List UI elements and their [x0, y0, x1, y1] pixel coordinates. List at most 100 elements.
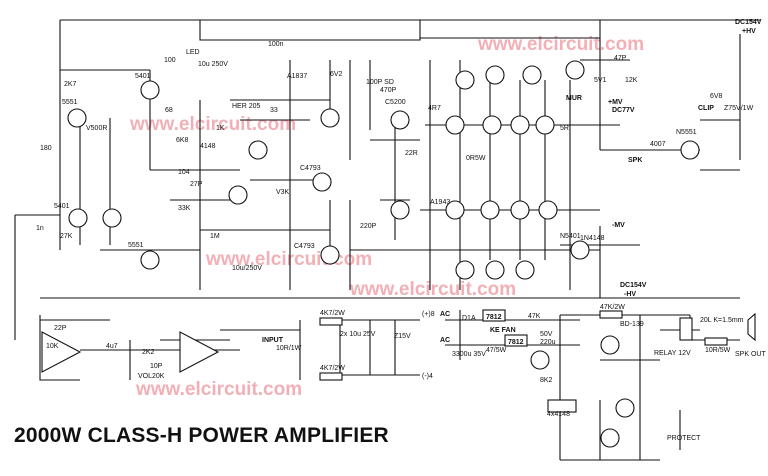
label-7812-b: 7812 — [508, 339, 524, 346]
transistor-q25 — [570, 240, 590, 260]
transistor-q20 — [510, 200, 530, 220]
label-c-10u250v: 10u 250V — [198, 61, 228, 68]
transistor-q23 — [522, 65, 542, 85]
transistor-q15 — [510, 115, 530, 135]
transistor-q11 — [390, 110, 410, 130]
power-resistor-4k7-b — [319, 372, 343, 381]
label-t-a1943: A1943 — [430, 199, 450, 206]
label-r-0r5w: 0R5W — [466, 155, 486, 162]
label-r-68: 68 — [165, 107, 173, 114]
label-r-180: 180 — [40, 145, 52, 152]
label-r-5r: 5R — [560, 125, 569, 132]
label-c-100n: 100n — [268, 41, 284, 48]
label-ke-fan: KE FAN — [490, 327, 516, 334]
label-mur: MUR — [566, 95, 582, 102]
label-relay: RELAY 12V — [654, 350, 691, 357]
label-d-5v1: 5V1 — [594, 77, 607, 84]
page-title: 2000W CLASS-H POWER AMPLIFIER — [14, 424, 389, 447]
label-c-1n: 1n — [36, 225, 44, 232]
label-r-22r: 22R — [405, 150, 418, 157]
op-amp-2 — [179, 331, 220, 373]
transistor-q24 — [565, 60, 585, 80]
power-resistor-10r5w — [704, 337, 728, 346]
bridge-diodes — [547, 399, 577, 413]
transistor-symbols — [67, 60, 700, 448]
transistor-q13 — [455, 70, 475, 90]
label-d-her205: HER 205 — [232, 103, 261, 110]
transistor-q5 — [140, 250, 160, 270]
label-plus-hv: +HV — [742, 28, 756, 35]
label-c-220p: 220P — [360, 223, 377, 230]
label-t-5551-a: 5551 — [62, 99, 78, 106]
label-ac-a: AC — [440, 311, 450, 318]
label-d-6v2: 6V2 — [330, 71, 343, 78]
transistor-q14 — [482, 115, 502, 135]
relay-coil — [679, 317, 693, 341]
watermark-bottom: www.elcircuit.com — [135, 379, 302, 400]
label-t-5401-a: 5401 — [135, 73, 151, 80]
label-t-a1837: A1837 — [287, 73, 307, 80]
transistor-q31 — [530, 350, 550, 370]
label-z75v: Z75V/1W — [724, 105, 754, 112]
watermark-top: www.elcircuit.com — [477, 34, 644, 55]
transistor-q2 — [140, 80, 160, 100]
label-c-10u250v-b: 10u/250V — [232, 265, 262, 272]
label-d-z15v: Z15V — [394, 333, 411, 340]
transistor-q19 — [480, 200, 500, 220]
label-7812-a: 7812 — [486, 314, 502, 321]
transistor-q22 — [485, 65, 505, 85]
transistor-q16 — [535, 115, 555, 135]
label-dc154v-top: DC154V — [735, 19, 762, 26]
label-c-10p: 10P — [150, 363, 163, 370]
label-spk-out: SPK OUT — [735, 351, 766, 358]
transistor-q9 — [312, 172, 332, 192]
transistor-q32 — [615, 398, 635, 418]
label-c-220u: 220u — [540, 339, 556, 346]
transistor-q21 — [538, 200, 558, 220]
transistor-q10 — [320, 245, 340, 265]
label-t-c4793-b: C4793 — [294, 243, 315, 250]
label-47-5w: 47/5W — [486, 347, 507, 354]
label-clip: CLIP — [698, 105, 714, 112]
label-minus-4: (-)4 — [422, 373, 433, 380]
label-4k7-2w-a: 4K7/2W — [320, 310, 345, 317]
transistor-q6 — [68, 208, 88, 228]
transistor-q17 — [445, 115, 465, 135]
label-v3k: V3K — [276, 189, 290, 196]
transistor-q1 — [67, 108, 87, 128]
transistor-q8 — [320, 108, 340, 128]
label-r-4r7: 4R7 — [428, 105, 441, 112]
transistor-q28 — [515, 260, 535, 280]
label-dc77v-top: DC77V — [612, 107, 635, 114]
component-boxes — [319, 309, 756, 413]
label-d-4148: 4148 — [200, 143, 216, 150]
label-protect: PROTECT — [667, 435, 701, 442]
label-r-27k: 27K — [60, 233, 73, 240]
output-stage-wiring — [429, 59, 640, 290]
label-4u7: 4u7 — [106, 343, 118, 350]
transistor-q12 — [390, 200, 410, 220]
regulator-7812-a — [482, 309, 506, 322]
component-labels: DC154V +HV +MV -MV DC77V DC154V -HV (+)8… — [36, 19, 766, 442]
label-d-4x4148: 4x4148 — [547, 411, 570, 418]
label-dc154v-bottom: DC154V — [620, 282, 647, 289]
label-c-470p: 470P — [380, 87, 397, 94]
label-d-6v8: 6V8 — [710, 93, 723, 100]
label-minus-mv-right: -MV — [612, 222, 625, 229]
input-stage-wiring — [14, 60, 420, 340]
watermark-mid-right: www.elcircuit.com — [349, 279, 516, 300]
label-plus-mv-top: +MV — [608, 99, 623, 106]
label-d-1n4148: 1N4148 — [580, 235, 605, 242]
label-t-c5200: C5200 — [385, 99, 406, 106]
label-t-bd139: BD-139 — [620, 321, 644, 328]
label-d-8k2: 8K2 — [540, 377, 553, 384]
transistor-q27 — [485, 260, 505, 280]
label-r-2k2: 2K2 — [142, 349, 155, 356]
transistor-q4 — [228, 185, 248, 205]
label-r-2k7: 2K7 — [64, 81, 77, 88]
label-c-27p: 27P — [190, 181, 203, 188]
label-r-12k: 12K — [625, 77, 638, 84]
label-r-104: 104 — [178, 169, 190, 176]
transistor-q7 — [102, 208, 122, 228]
